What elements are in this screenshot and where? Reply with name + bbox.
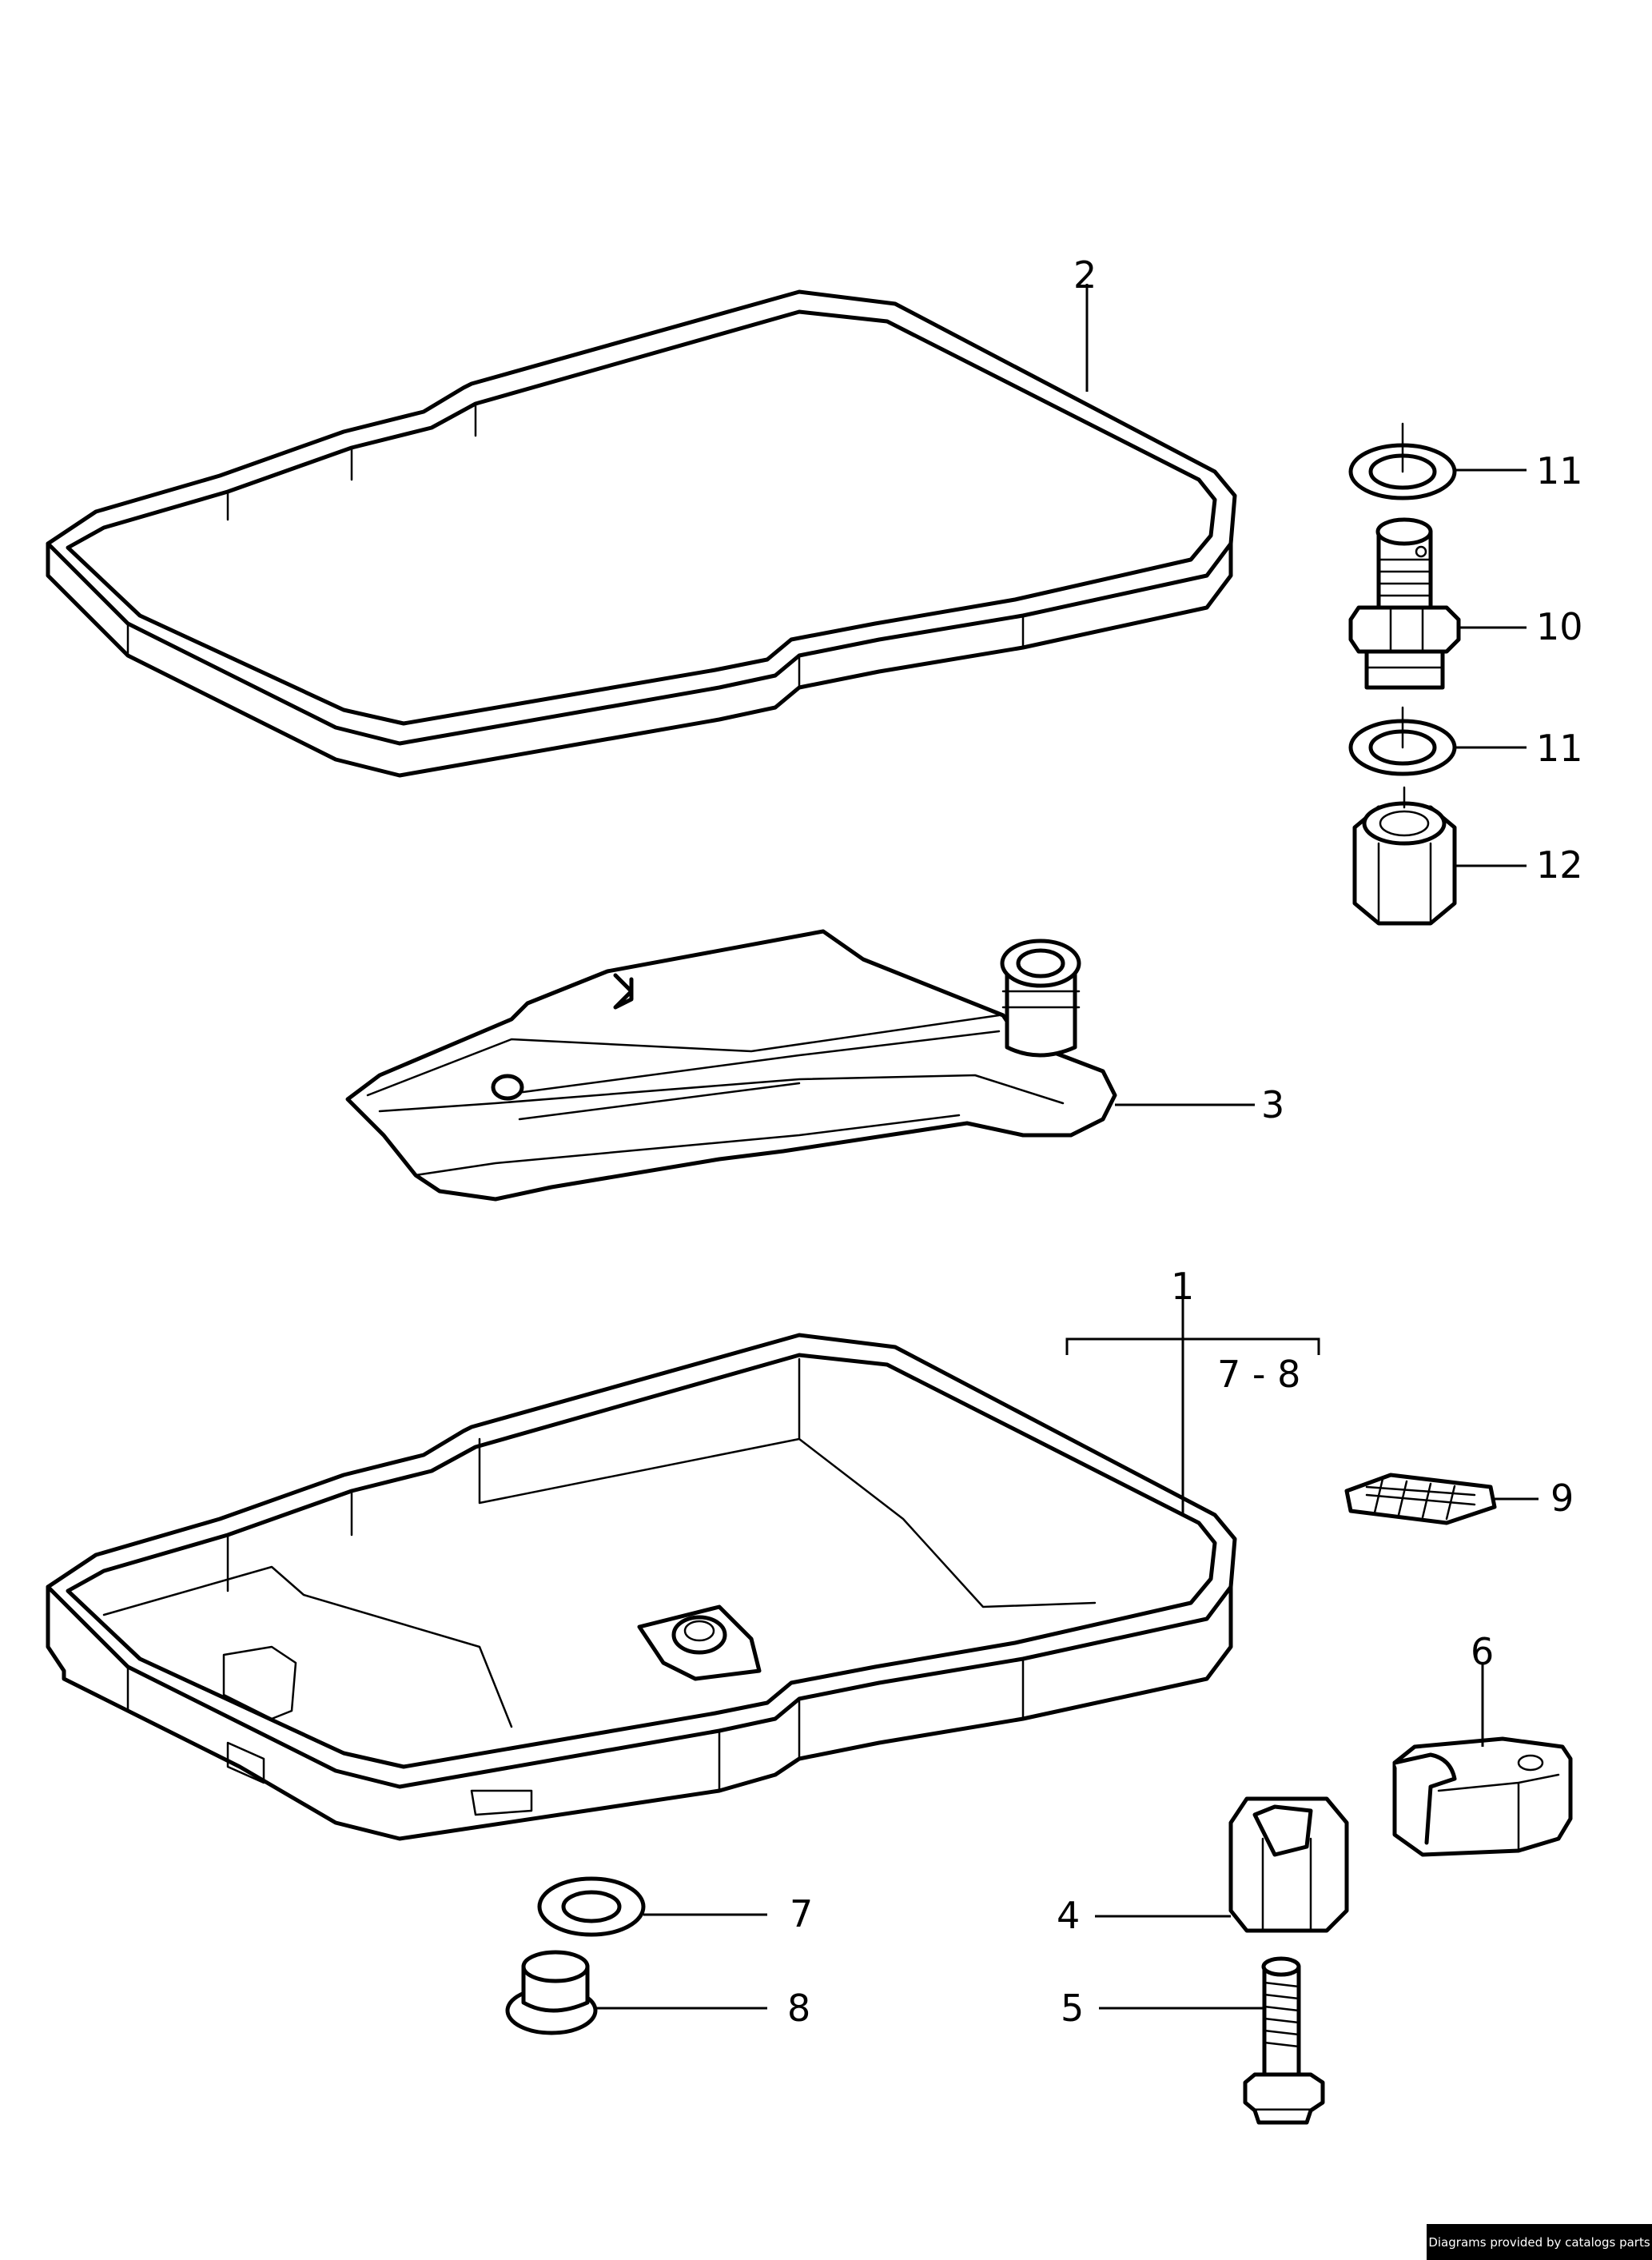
filter-part-3 [345, 929, 1117, 1202]
pad-part-9 [1344, 1473, 1497, 1525]
leader-lines [595, 284, 1539, 2010]
callout-8: 8 [787, 1987, 810, 2030]
callout-11-lower: 11 [1536, 727, 1583, 770]
callout-3: 3 [1261, 1083, 1284, 1126]
callout-9: 9 [1550, 1477, 1574, 1520]
callout-5: 5 [1061, 1987, 1084, 2030]
oil-pan-part-1 [46, 1333, 1237, 1841]
nut-part-12 [1352, 786, 1457, 926]
credit-footer: Diagrams provided by catalogs parts [1427, 2224, 1652, 2260]
bolt-part-5 [1243, 1956, 1325, 2125]
callout-1: 1 [1171, 1265, 1194, 1308]
callouts: 2 11 10 11 12 3 1 7 - 8 9 6 4 5 7 8 [787, 253, 1583, 2030]
washer-part-11-upper [1348, 422, 1457, 500]
callout-2: 2 [1073, 253, 1097, 297]
gasket-part-2 [46, 289, 1237, 778]
callout-12: 12 [1536, 843, 1583, 887]
seal-part-7 [537, 1876, 646, 1937]
plug-part-8 [505, 1950, 598, 2035]
block-part-4 [1228, 1796, 1349, 1933]
callout-4: 4 [1057, 1894, 1080, 1937]
clamp-part-6 [1392, 1736, 1573, 1857]
callout-7: 7 [790, 1892, 813, 1935]
washer-part-11-lower [1348, 706, 1457, 776]
callout-11-upper: 11 [1536, 449, 1583, 492]
fitting-part-10 [1348, 517, 1461, 690]
callout-10: 10 [1536, 605, 1583, 648]
callout-range-7-8: 7 - 8 [1217, 1353, 1300, 1396]
callout-6: 6 [1471, 1630, 1494, 1673]
